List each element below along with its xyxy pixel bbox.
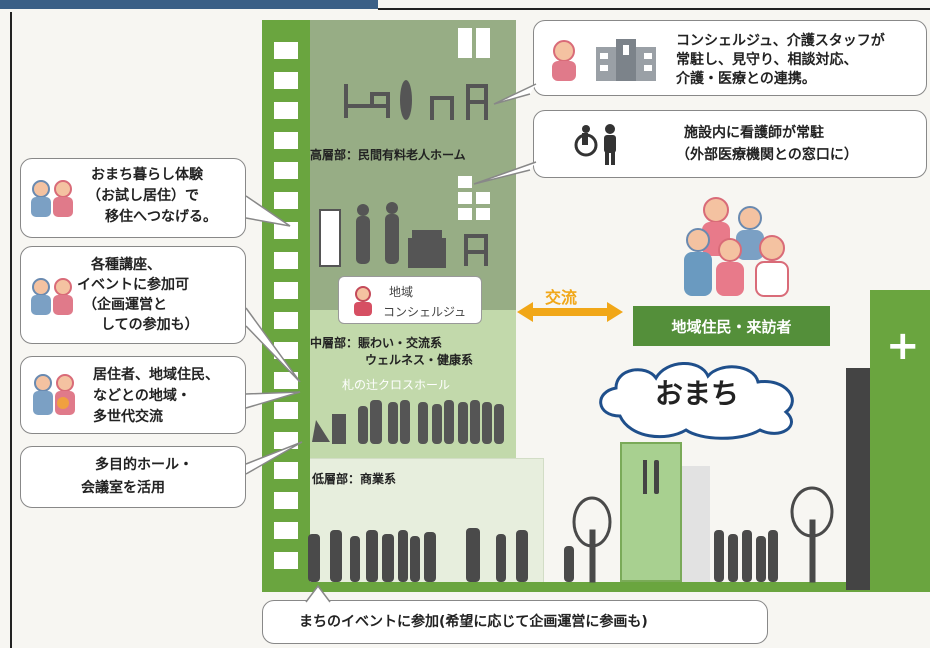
callout-trial-line3: 移住へつなげる。 xyxy=(105,209,217,225)
callout-trial: おまち暮らし体験 （お試し居住）で 移住へつなげる。 xyxy=(20,158,246,238)
building-window xyxy=(274,252,298,269)
window-icon xyxy=(476,192,490,204)
building-window xyxy=(274,552,298,569)
callout-nurse-pointer xyxy=(473,161,537,185)
header-rule xyxy=(378,8,930,10)
callout-hall-pointer xyxy=(245,441,303,475)
middle-floor-people xyxy=(312,400,504,444)
dark-building xyxy=(846,368,870,590)
concierge-label-line2: コンシェルジュ xyxy=(383,305,467,319)
lamp-icon xyxy=(400,80,412,120)
hall-name-label: 札の辻クロスホール xyxy=(342,378,451,392)
building-window xyxy=(274,402,298,419)
wheelchair-nurse-icon xyxy=(574,124,616,165)
callout-events-text: まちのイベントに参加(希望に応じて企画運営に参画も) xyxy=(299,614,648,630)
building-window xyxy=(274,282,298,299)
callout-trial-pointer xyxy=(245,195,291,227)
callout-staff-line2: 常駐し、見守り、相談対応、 xyxy=(676,52,858,68)
omachi-label: おまち xyxy=(655,377,740,410)
upper-floor-label: 高層部：民間有料老人ホーム xyxy=(310,148,466,162)
ground-line xyxy=(262,582,930,592)
furniture-icon xyxy=(344,84,488,120)
window-icon xyxy=(476,28,490,58)
building-window xyxy=(274,522,298,539)
concierge-label-line1: 地域 xyxy=(389,285,414,299)
exchange-label: 交流 xyxy=(545,288,578,307)
cross-icon: + xyxy=(886,323,920,369)
callout-nurse-line2: （外部医療機関との窓口に） xyxy=(676,147,858,163)
building-window xyxy=(274,102,298,119)
building-window xyxy=(274,42,298,59)
couple-icon xyxy=(31,180,73,217)
callout-events-pointer xyxy=(305,584,331,603)
concierge-box: 地域 コンシェルジュ xyxy=(338,276,482,324)
callout-lectures: 各種講座、 イベントに参加可 （企画運営と しての参加も） xyxy=(20,246,246,344)
callout-lectures-line2: イベントに参加可 xyxy=(77,277,189,293)
concierge-person-icon xyxy=(354,286,372,316)
callout-generations: 居住者、地域住民、 などとの地域・ 多世代交流 xyxy=(20,356,246,434)
people-silhouettes xyxy=(356,202,488,268)
door-icon xyxy=(319,209,341,267)
street-scene xyxy=(308,486,834,583)
building-window xyxy=(274,72,298,89)
building-window xyxy=(274,192,298,209)
family-hug-icon xyxy=(33,374,75,415)
callout-generations-line3: 多世代交流 xyxy=(93,409,163,425)
callout-nurse-line1: 施設内に看護師が常駐 xyxy=(684,125,824,141)
callout-staff: コンシェルジュ、介護スタッフが 常駐し、見守り、相談対応、 介護・医療との連携。 xyxy=(533,20,927,96)
building-window xyxy=(274,312,298,329)
callout-generations-line2: などとの地域・ xyxy=(93,388,191,404)
shop-building xyxy=(682,466,710,582)
callout-lectures-pointer xyxy=(245,307,301,383)
building-window xyxy=(274,492,298,509)
callout-events: まちのイベントに参加(希望に応じて企画運営に参画も) xyxy=(262,600,768,644)
diagram-frame xyxy=(10,12,930,648)
residents-visitors-box: 地域住民・来訪者 xyxy=(633,306,830,346)
window-icon xyxy=(458,28,472,58)
building-window xyxy=(274,222,298,239)
callout-generations-line1: 居住者、地域住民、 xyxy=(93,367,219,383)
couple-icon xyxy=(31,278,73,315)
window-icon xyxy=(458,192,472,204)
header-bar-accent xyxy=(0,0,378,9)
callout-lectures-line4: しての参加も） xyxy=(101,317,199,333)
window-icon xyxy=(458,208,472,220)
callout-trial-line2: （お試し居住）で xyxy=(87,188,199,204)
callout-trial-line1: おまち暮らし体験 xyxy=(91,167,203,183)
hospital-building: + xyxy=(870,290,930,590)
tree-icon xyxy=(572,486,834,583)
callout-lectures-line3: （企画運営と xyxy=(83,297,167,313)
middle-floor-label-line1: 中層部：賑わい・交流系 xyxy=(310,336,443,350)
building-window xyxy=(274,372,298,389)
building-window xyxy=(274,462,298,479)
exchange-arrow xyxy=(517,302,623,322)
callout-staff-line1: コンシェルジュ、介護スタッフが xyxy=(676,33,885,49)
restaurant-building xyxy=(620,442,682,582)
callout-hall-line2: 会議室を活用 xyxy=(81,480,165,496)
callout-lectures-line1: 各種講座、 xyxy=(91,257,161,273)
window-icon xyxy=(458,176,472,188)
fork-knife-icon xyxy=(643,460,659,494)
omachi-cloud xyxy=(599,362,794,440)
lower-floor-label: 低層部：商業系 xyxy=(312,472,397,486)
callout-staff-line3: 介護・医療との連携。 xyxy=(676,71,816,87)
building-frame xyxy=(262,20,310,590)
callout-hall-line1: 多目的ホール・ xyxy=(95,457,193,473)
family-icon xyxy=(684,197,789,297)
staff-hospital-icon xyxy=(552,39,656,81)
upper-floor-furniture xyxy=(319,28,490,268)
callout-staff-pointer xyxy=(493,83,537,105)
header-bar xyxy=(0,0,930,12)
callout-hall: 多目的ホール・ 会議室を活用 xyxy=(20,446,246,508)
window-icon xyxy=(476,208,490,220)
middle-floor-label-line2: ウェルネス・健康系 xyxy=(365,353,474,367)
building-window xyxy=(274,132,298,149)
building-window xyxy=(274,162,298,179)
building-window xyxy=(274,432,298,449)
callout-generations-pointer xyxy=(245,391,301,409)
callout-nurse: 施設内に看護師が常駐 （外部医療機関との窓口に） xyxy=(533,110,927,178)
